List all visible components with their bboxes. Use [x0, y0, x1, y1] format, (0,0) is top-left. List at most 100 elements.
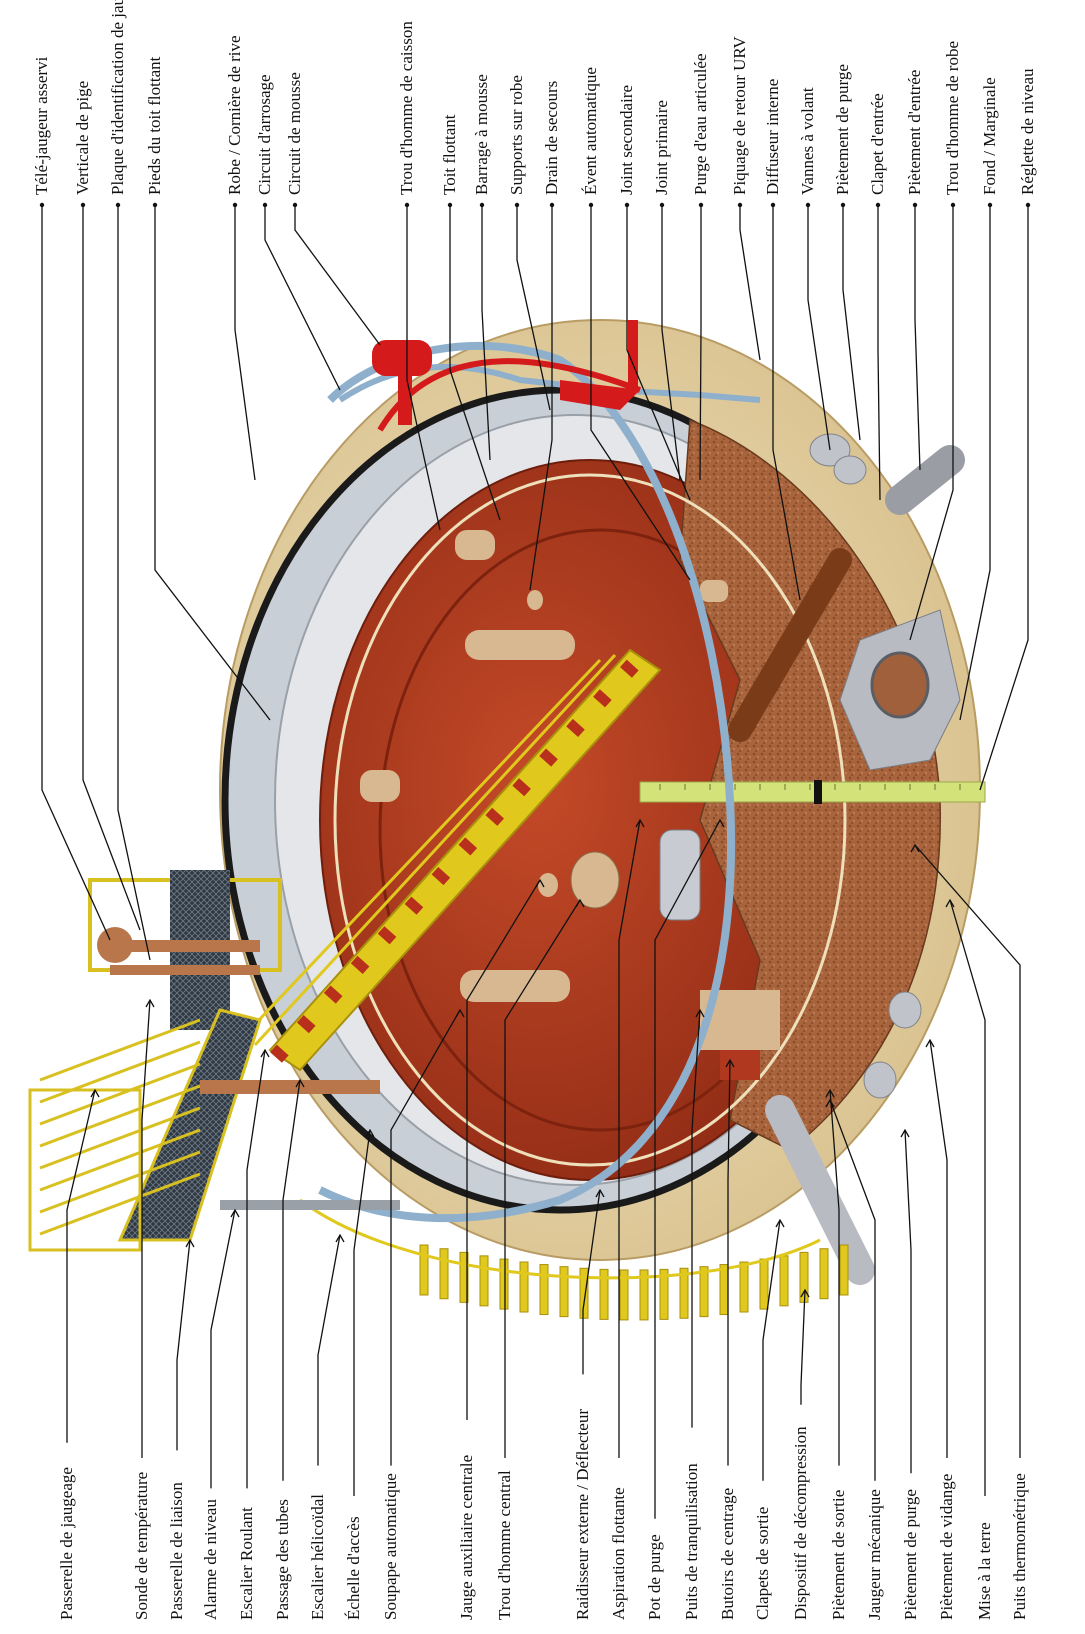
level-gauge-strip: [639, 780, 986, 804]
leader-line: [141, 999, 151, 1458]
leader-dot: [447, 202, 453, 208]
leader-line: [739, 205, 761, 361]
top-label: Barrage à mousse: [472, 74, 491, 195]
leader-arrow: [145, 998, 155, 1008]
top-label: Trou d'homme de robe: [943, 41, 962, 195]
leader-line: [246, 1049, 266, 1489]
foam-chamber: [372, 340, 432, 376]
top-label: Pieds du toit flottant: [145, 56, 164, 195]
bottom-label: Puits thermométrique: [1010, 1473, 1029, 1620]
spiral-step: [699, 1266, 709, 1318]
spiral-step: [599, 1268, 609, 1320]
bottom-label: Trou d'homme central: [495, 1470, 514, 1620]
leader-line: [654, 819, 721, 1519]
leader-line: [154, 205, 271, 721]
spiral-step: [639, 1269, 649, 1321]
leader-line: [807, 205, 831, 451]
stairway: [28, 648, 849, 1321]
top-label: Piquage de retour URV: [730, 36, 749, 195]
leader-dot: [912, 202, 918, 208]
leader-line: [210, 1209, 236, 1489]
roof-leg: [460, 970, 570, 1002]
bottom-label: Alarme de niveau: [201, 1499, 220, 1620]
leader-arrow: [185, 1238, 195, 1248]
bottom-label: Passerelle de jaugeage: [57, 1467, 76, 1620]
top-label: Circuit de mousse: [285, 72, 304, 195]
bottom-label: Butoirs de centrage: [718, 1488, 737, 1620]
top-label: Robe / Cornière de rive: [225, 35, 244, 195]
ladder-step: [431, 866, 451, 886]
bottom-label: Raidisseur externe / Déflecteur: [573, 1409, 592, 1620]
guard-rail: [39, 1018, 201, 1082]
guard-rail: [39, 1040, 201, 1104]
inlet-pipe: [885, 445, 965, 515]
top-label: Télé-jaugeur asservi: [32, 56, 51, 195]
bottom-label: Dispositif de décompression: [791, 1426, 810, 1620]
bottom-label: Soupape automatique: [381, 1473, 400, 1620]
leader-line: [176, 1239, 191, 1451]
spiral-step: [719, 1264, 729, 1316]
leader-line: [661, 205, 681, 481]
leader-line: [529, 205, 553, 591]
bottom-label: Aspiration flottante: [609, 1487, 628, 1620]
leader-dot: [549, 202, 555, 208]
leader-line: [762, 1219, 781, 1481]
ladder-rail: [238, 658, 602, 1042]
leader-line: [959, 205, 991, 721]
bottom-label: Piètement de purge: [901, 1489, 920, 1620]
spiral-step: [779, 1255, 789, 1307]
leader-line: [117, 205, 151, 961]
bottom-label: Escalier hélicoïdal: [308, 1494, 327, 1620]
leader-arrow: [260, 1048, 270, 1058]
leader-arrow: [575, 898, 585, 908]
ladder-step: [296, 1015, 316, 1034]
leader-line: [504, 899, 581, 1458]
bottom-label: Mise à la terre: [975, 1522, 994, 1620]
leader-arrow: [90, 1088, 100, 1098]
roof-leg: [465, 630, 575, 660]
top-label: Plaque d'identification de jaugeage: [108, 0, 127, 195]
ladder-step: [485, 807, 505, 826]
leader-dot: [292, 202, 298, 208]
leader-line: [390, 1009, 461, 1466]
outlet-pipe: [765, 1095, 875, 1285]
leader-dot: [1025, 202, 1031, 208]
leader-dot: [115, 202, 121, 208]
top-label: Supports sur robe: [507, 75, 526, 195]
leader-dot: [770, 202, 776, 208]
leader-dot: [232, 202, 238, 208]
leader-arrow: [365, 1128, 375, 1138]
leader-dot: [152, 202, 158, 208]
spiral-step: [439, 1248, 449, 1300]
guard-rail: [39, 1150, 201, 1214]
leader-dot: [624, 202, 630, 208]
foam-pipe-blue: [318, 341, 736, 1223]
bottom-label: Clapets de sortie: [753, 1507, 772, 1620]
red-deflector: [560, 380, 640, 410]
spray-circuit: [338, 363, 761, 403]
ladder-step: [270, 1044, 289, 1063]
ladder-step: [350, 955, 370, 974]
ladder-step: [539, 748, 558, 767]
bottom-label: Puits de tranquilisation: [682, 1463, 701, 1620]
top-label: Purge d'eau articulée: [691, 53, 710, 195]
ladder-step: [458, 837, 478, 856]
roof-leg: [700, 580, 728, 602]
leader-arrow: [535, 878, 545, 888]
leader-dot: [262, 202, 268, 208]
top-label: Vannes à volant: [798, 87, 817, 195]
leader-line: [909, 205, 954, 641]
spiral-rail: [299, 1198, 821, 1280]
top-label: Clapet d'entrée: [868, 93, 887, 195]
leader-line: [481, 205, 491, 461]
leader-line: [353, 1129, 371, 1496]
guard-rail: [39, 1084, 201, 1148]
purge-nozzle: [863, 1061, 897, 1099]
bottom-label: Escalier Roulant: [237, 1507, 256, 1620]
leader-line: [264, 205, 341, 391]
leader-line: [691, 1009, 701, 1428]
top-label: Fond / Marginale: [980, 77, 999, 195]
spiral-step: [419, 1244, 429, 1296]
internal-diffuser: [728, 548, 852, 742]
